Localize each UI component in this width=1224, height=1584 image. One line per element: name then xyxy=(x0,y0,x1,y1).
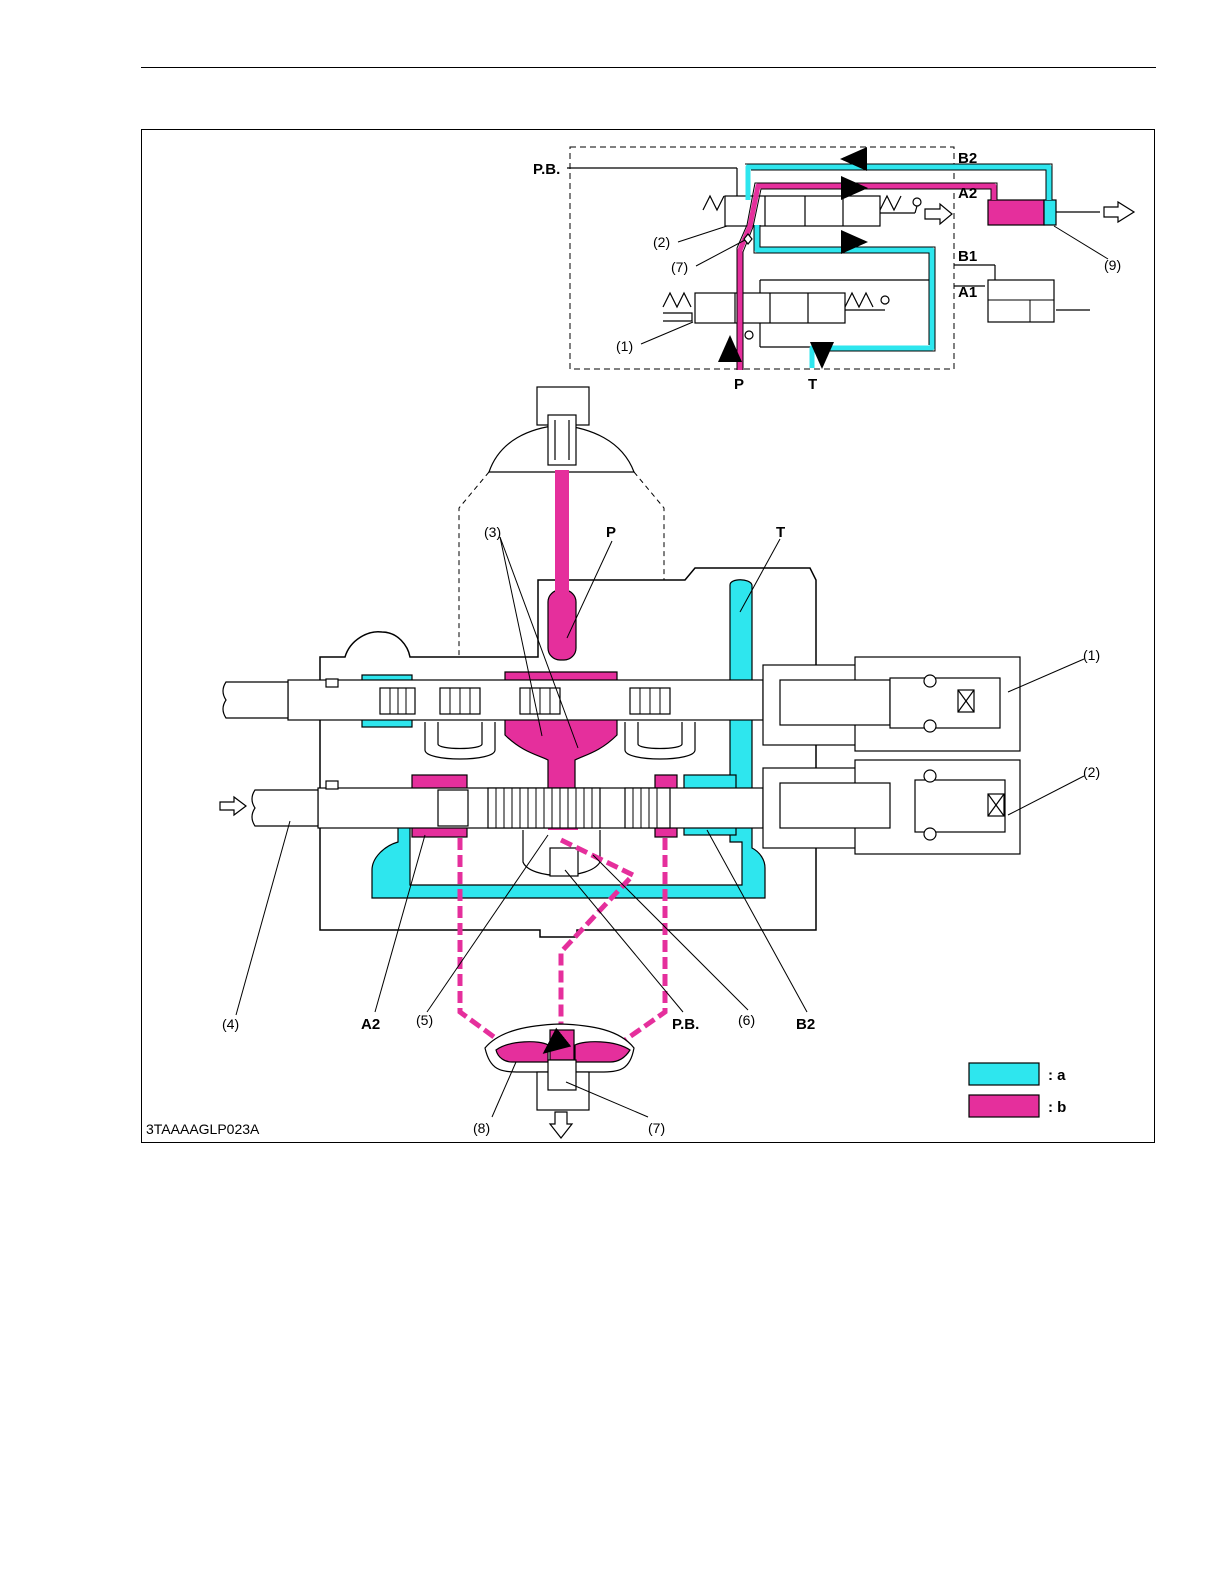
legend-label-a: : a xyxy=(1048,1067,1066,1084)
section-label-p: P xyxy=(606,524,616,541)
schematic-ref-7: (7) xyxy=(671,259,688,275)
valve-2-output-arrow-icon xyxy=(925,204,952,224)
section-ref-5: (5) xyxy=(416,1012,433,1028)
schematic-label-a1: A1 xyxy=(958,284,977,301)
schematic-ref-2: (2) xyxy=(653,234,670,250)
legend-swatch-a xyxy=(969,1063,1039,1085)
valve-2-symbol xyxy=(703,196,921,226)
section-label-b2: B2 xyxy=(796,1016,815,1033)
schematic-label-p: P xyxy=(734,376,744,393)
hydraulic-schematic: P.B. B2 A2 B1 A1 P T (2) (7) (1) (9) xyxy=(533,147,1134,393)
top-port-fitting xyxy=(489,387,634,472)
section-ref-4: (4) xyxy=(222,1016,239,1032)
outlet-arrow-icon xyxy=(550,1112,572,1138)
section-label-t: T xyxy=(776,524,785,541)
schematic-label-pb: P.B. xyxy=(533,161,560,178)
legend-label-b: : b xyxy=(1048,1099,1066,1116)
section-ref-6: (6) xyxy=(738,1012,755,1028)
section-ref-1: (1) xyxy=(1083,647,1100,663)
schematic-ref-9: (9) xyxy=(1104,257,1121,273)
schematic-label-b2: B2 xyxy=(958,150,977,167)
detent-assembly-1 xyxy=(763,657,1020,751)
section-ref-2: (2) xyxy=(1083,764,1100,780)
cylinder-9-cap-end xyxy=(988,200,1044,225)
schematic-label-a2: A2 xyxy=(958,185,977,202)
legend-swatch-b xyxy=(969,1095,1039,1117)
check-valve-icon xyxy=(745,331,753,339)
legend: : a : b xyxy=(969,1063,1066,1117)
bottom-port-fitting xyxy=(485,1024,634,1110)
section-label-a2: A2 xyxy=(361,1016,380,1033)
section-ref-3: (3) xyxy=(484,524,501,540)
valve-boundary xyxy=(570,147,954,369)
schematic-label-t: T xyxy=(808,376,817,393)
valve-cross-section: (3) P T (1) (2) (4) A2 (5) P.B. (6) B2 (… xyxy=(220,387,1100,1138)
cylinder-1 xyxy=(988,280,1054,322)
section-label-pb: P.B. xyxy=(672,1016,699,1033)
cylinder-9-output-arrow-icon xyxy=(1104,202,1134,222)
schematic-ref-1: (1) xyxy=(616,338,633,354)
inlet-arrow-icon xyxy=(220,797,246,815)
valve-1-symbol xyxy=(663,293,889,323)
figure-code: 3TAAAAGLP023A xyxy=(146,1121,260,1137)
detent-assembly-2 xyxy=(763,760,1020,854)
schematic-label-b1: B1 xyxy=(958,248,977,265)
section-ref-8: (8) xyxy=(473,1120,490,1136)
cylinder-9-rod-end xyxy=(1044,200,1056,225)
section-ref-7: (7) xyxy=(648,1120,665,1136)
